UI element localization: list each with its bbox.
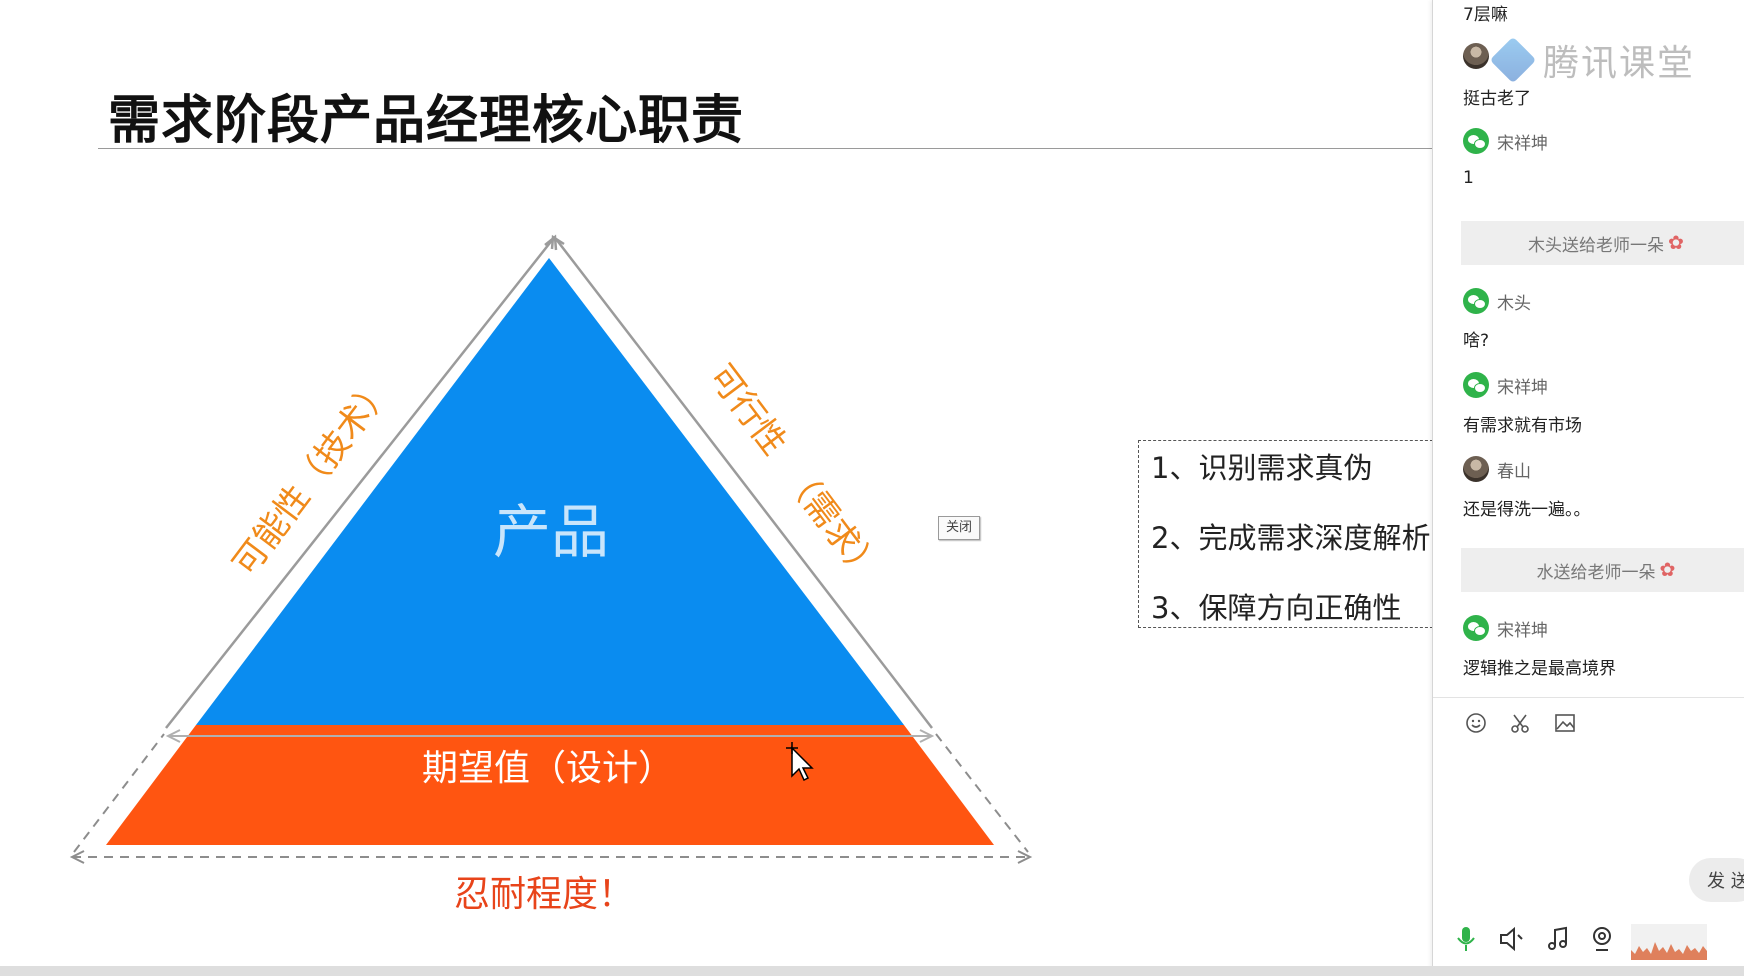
wechat-icon — [1463, 128, 1489, 154]
chat-input-divider — [1433, 697, 1744, 698]
chat-message-text: 逻辑推之是最高境界 — [1463, 659, 1616, 679]
base-label: 忍耐程度！ — [454, 874, 634, 915]
expectation-label: 期望值（设计） — [422, 748, 674, 789]
flower-icon: ✿ — [1659, 559, 1676, 581]
gift-notice: 木头送给老师一朵 ✿ — [1461, 221, 1744, 265]
brand-name: 腾讯课堂 — [1543, 43, 1696, 84]
chat-message-text: 啥? — [1463, 331, 1490, 351]
camera-icon[interactable] — [1587, 924, 1617, 954]
wechat-icon — [1463, 615, 1489, 641]
right-arrowhead-top — [550, 234, 565, 250]
sender-name: 宋祥坤 — [1497, 620, 1548, 641]
music-icon[interactable] — [1543, 924, 1573, 954]
chat-sender: 宋祥坤 — [1463, 614, 1548, 642]
duty-item: 1、识别需求真伪 — [1151, 451, 1373, 485]
right-side-label-2: （需求） — [775, 457, 889, 590]
play-logo-icon — [1489, 36, 1537, 84]
right-outer-arrow — [555, 238, 933, 729]
chat-sender: 宋祥坤 — [1463, 371, 1548, 399]
audio-level-meter — [1631, 924, 1707, 960]
avatar — [1463, 43, 1489, 69]
gift-notice-text: 水送给老师一朵 — [1536, 562, 1656, 583]
product-triangle — [196, 258, 904, 725]
duty-item: 2、完成需求深度解析 — [1151, 521, 1431, 555]
gift-notice-text: 木头送给老师一朵 — [1528, 235, 1665, 256]
mouse-cursor-icon — [786, 742, 814, 782]
emoji-icon[interactable] — [1463, 710, 1489, 736]
pyramid-diagram: 产品 期望值（设计） 可能性（技术） 可行性 （需求） 忍耐程度！ — [69, 234, 1033, 915]
expectation-band — [106, 725, 994, 845]
product-label: 产品 — [493, 498, 609, 566]
chat-message-text: 7层嘛 — [1463, 5, 1508, 25]
band-arrow-left-head — [165, 729, 181, 743]
right-dashed-arrow — [935, 733, 1029, 853]
title-divider — [98, 148, 1432, 149]
chat-sender: 木头 — [1463, 287, 1531, 315]
sender-name: 宋祥坤 — [1497, 377, 1548, 398]
chat-message-text: 1 — [1463, 168, 1474, 188]
flower-icon: ✿ — [1668, 232, 1684, 254]
chat-message-text: 有需求就有市场 — [1463, 416, 1582, 436]
image-icon[interactable] — [1552, 710, 1578, 736]
window-bottom-edge — [0, 966, 1744, 976]
tencent-classroom-logo: 腾讯课堂 — [1489, 34, 1696, 86]
send-button[interactable]: 发 送 — [1689, 858, 1744, 902]
sender-name: 木头 — [1497, 293, 1531, 314]
gift-notice: 水送给老师一朵 ✿ — [1461, 548, 1744, 592]
left-dashed-arrow — [73, 733, 165, 853]
microphone-icon[interactable] — [1451, 924, 1481, 954]
duty-item: 3、保障方向正确性 — [1151, 591, 1402, 625]
chat-sender — [1463, 42, 1489, 70]
sender-name: 春山 — [1497, 461, 1531, 482]
chat-panel: 7层嘛 腾讯课堂 挺古老了 宋祥坤 1 木头送给老师一朵 ✿ 木头 啥? 宋祥坤… — [1432, 0, 1744, 976]
sender-name: 宋祥坤 — [1497, 133, 1548, 154]
scissors-icon[interactable] — [1507, 710, 1533, 736]
wechat-icon — [1463, 288, 1489, 314]
slide-title: 需求阶段产品经理核心职责 — [108, 91, 745, 151]
chat-message-text: 还是得洗一遍。。 — [1463, 500, 1591, 520]
base-arrow-right-head — [1017, 850, 1033, 864]
band-arrow-right-head — [919, 729, 935, 743]
chat-message-text: 挺古老了 — [1463, 89, 1531, 109]
left-outer-arrow — [165, 238, 554, 729]
slide: 需求阶段产品经理核心职责 产品 期望值（设计） 可能性（技术） 可行性 （需求）… — [0, 0, 1438, 976]
chat-sender: 宋祥坤 — [1463, 127, 1548, 155]
base-arrow-left-head — [69, 850, 85, 864]
wechat-icon — [1463, 372, 1489, 398]
speaker-icon[interactable] — [1497, 924, 1527, 954]
duties-box: 1、识别需求真伪 2、完成需求深度解析 3、保障方向正确性 — [1138, 440, 1438, 628]
chat-sender: 春山 — [1463, 455, 1531, 483]
avatar — [1463, 456, 1489, 482]
close-button[interactable]: 关闭 — [938, 516, 980, 540]
